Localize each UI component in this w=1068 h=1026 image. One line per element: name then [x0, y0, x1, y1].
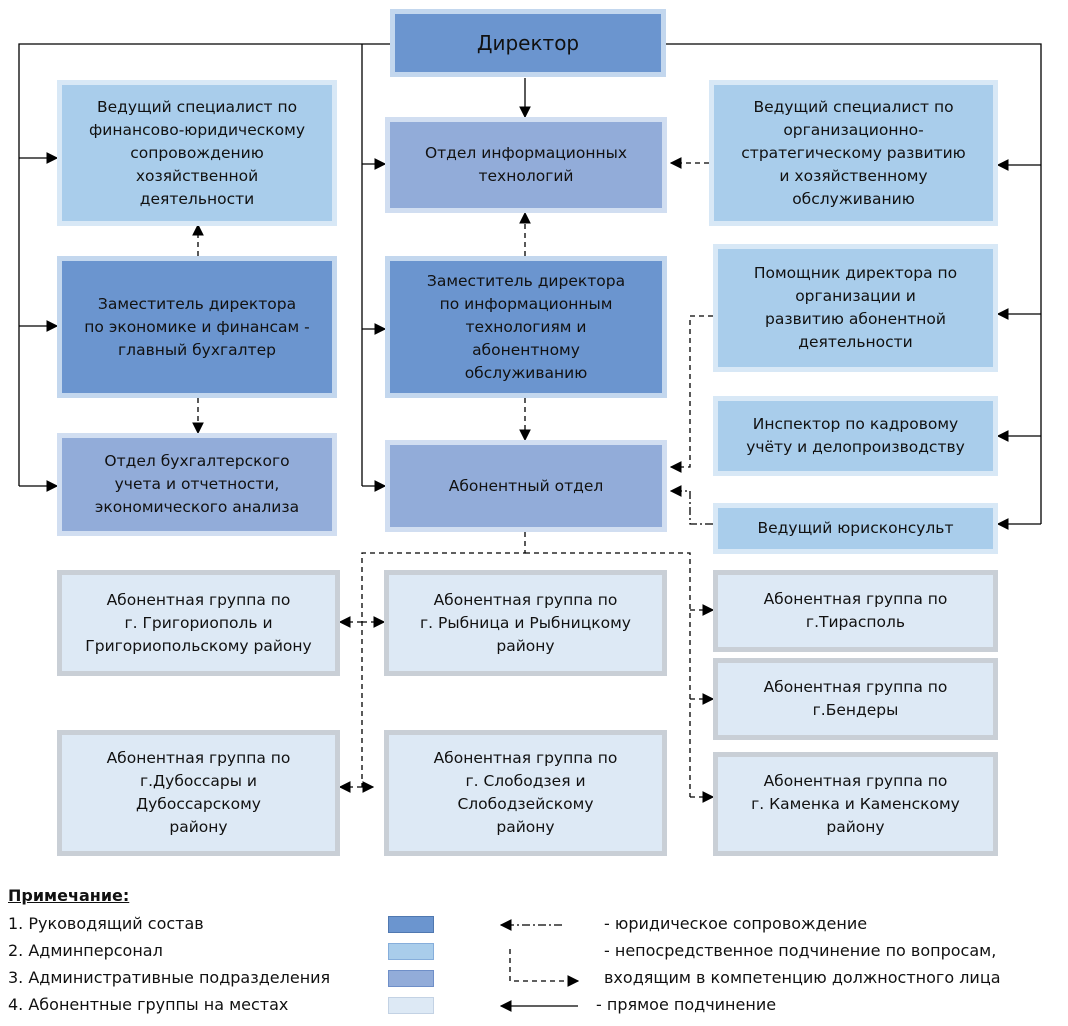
fin-legal-specialist-box: Ведущий специалист по финансово-юридичес…	[57, 80, 337, 226]
group-grigoriopol-box: Абонентная группа по г. Григориополь и Г…	[57, 570, 340, 676]
group-kamenka-box: Абонентная группа по г. Каменка и Каменс…	[713, 752, 998, 856]
legend-line-samples	[499, 919, 580, 1012]
legal-lines	[669, 485, 713, 525]
functional-lines	[192, 157, 715, 803]
director-box: Директор	[390, 9, 666, 77]
legend-item-admin-units: 3. Административные подразделения	[8, 968, 331, 987]
legend-title: Примечание:	[8, 886, 130, 905]
legend: Примечание: 1. Руководящий состав 2. Адм…	[8, 886, 1058, 1020]
legend-item-local-groups: 4. Абонентные группы на местах	[8, 995, 289, 1014]
accounting-department-box: Отдел бухгалтерского учета и отчетности,…	[57, 433, 337, 536]
legend-line-functional-2: входящим в компетенцию должностного лица	[604, 968, 1001, 987]
legend-swatch-admin-units	[388, 970, 434, 987]
deputy-it-box: Заместитель директора по информационным …	[385, 256, 667, 398]
legend-swatch-local-groups	[388, 997, 434, 1014]
legend-item-management: 1. Руководящий состав	[8, 914, 204, 933]
assistant-director-box: Помощник директора по организации и разв…	[713, 244, 998, 372]
hr-inspector-box: Инспектор по кадровому учёту и делопроиз…	[713, 396, 998, 476]
subscriber-department-box: Абонентный отдел	[385, 440, 667, 532]
lead-legal-advisor-box: Ведущий юрисконсульт	[713, 503, 998, 554]
group-tiraspol-box: Абонентная группа по г.Тирасполь	[713, 570, 998, 652]
legend-item-admin-staff: 2. Админперсонал	[8, 941, 163, 960]
group-slobodzeya-box: Абонентная группа по г. Слободзея и Слоб…	[384, 730, 667, 856]
legend-swatch-admin-staff	[388, 943, 434, 960]
group-bendery-box: Абонентная группа по г.Бендеры	[713, 658, 998, 740]
direct-lines	[18, 43, 1042, 530]
it-department-box: Отдел информационных технологий	[385, 117, 667, 213]
deputy-economics-box: Заместитель директора по экономике и фин…	[57, 256, 337, 398]
legend-line-legal: - юридическое сопровождение	[604, 914, 868, 933]
org-strategic-specialist-box: Ведущий специалист по организационно- ст…	[709, 80, 998, 226]
group-dubossary-box: Абонентная группа по г.Дубоссары и Дубос…	[57, 730, 340, 856]
legend-swatch-management	[388, 916, 434, 933]
group-rybnitsa-box: Абонентная группа по г. Рыбница и Рыбниц…	[384, 570, 667, 676]
legend-line-functional-1: - непосредственное подчинение по вопроса…	[604, 941, 997, 960]
legend-line-direct: - прямое подчинение	[596, 995, 777, 1014]
